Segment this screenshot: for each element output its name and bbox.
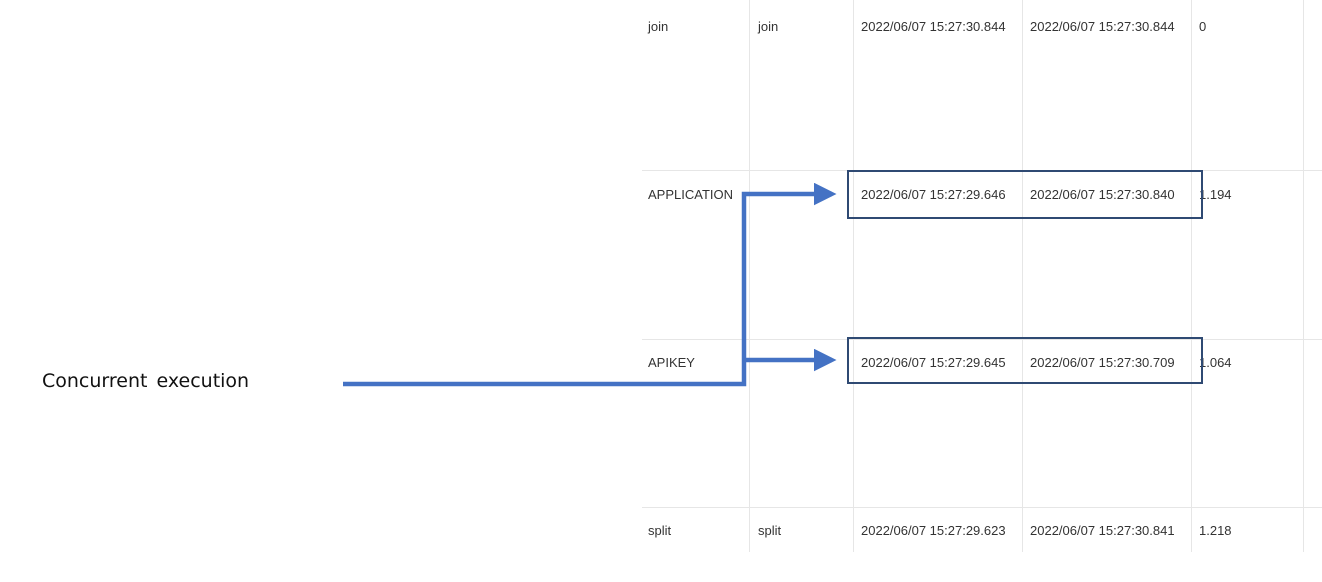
- table-cell-duration: 1.194: [1199, 187, 1232, 202]
- table-cell-end: 2022/06/07 15:27:30.709: [1030, 355, 1175, 370]
- table-cell-duration: 1.064: [1199, 355, 1232, 370]
- table-cell-type: join: [758, 19, 779, 34]
- table-cell-type: split: [758, 523, 782, 538]
- grid-line: [1191, 0, 1192, 552]
- table-cell-start: 2022/06/07 15:27:29.645: [861, 355, 1006, 370]
- highlight-box-apikey: [847, 337, 1203, 384]
- grid-line: [853, 0, 854, 552]
- grid-line: [749, 0, 750, 552]
- concurrent-execution-label: Concurrent execution: [42, 370, 250, 392]
- highlight-box-application: [847, 170, 1203, 219]
- grid-line: [642, 507, 1322, 508]
- table-cell-start: 2022/06/07 15:27:29.646: [861, 187, 1006, 202]
- table-cell-start: 2022/06/07 15:27:30.844: [861, 19, 1006, 34]
- grid-line: [1022, 0, 1023, 552]
- table-cell-end: 2022/06/07 15:27:30.840: [1030, 187, 1175, 202]
- table-cell-name: join: [648, 19, 669, 34]
- table-cell-duration: 0: [1199, 19, 1207, 34]
- table-cell-name: split: [648, 523, 672, 538]
- grid-line: [1303, 0, 1304, 552]
- log-table: join join 2022/06/07 15:27:30.844 2022/0…: [642, 0, 1322, 552]
- table-cell-end: 2022/06/07 15:27:30.841: [1030, 523, 1175, 538]
- table-cell-end: 2022/06/07 15:27:30.844: [1030, 19, 1175, 34]
- table-cell-duration: 1.218: [1199, 523, 1232, 538]
- table-cell-name: APIKEY: [648, 355, 695, 370]
- table-cell-name: APPLICATION: [648, 187, 734, 202]
- grid-line: [642, 339, 1322, 340]
- table-cell-start: 2022/06/07 15:27:29.623: [861, 523, 1006, 538]
